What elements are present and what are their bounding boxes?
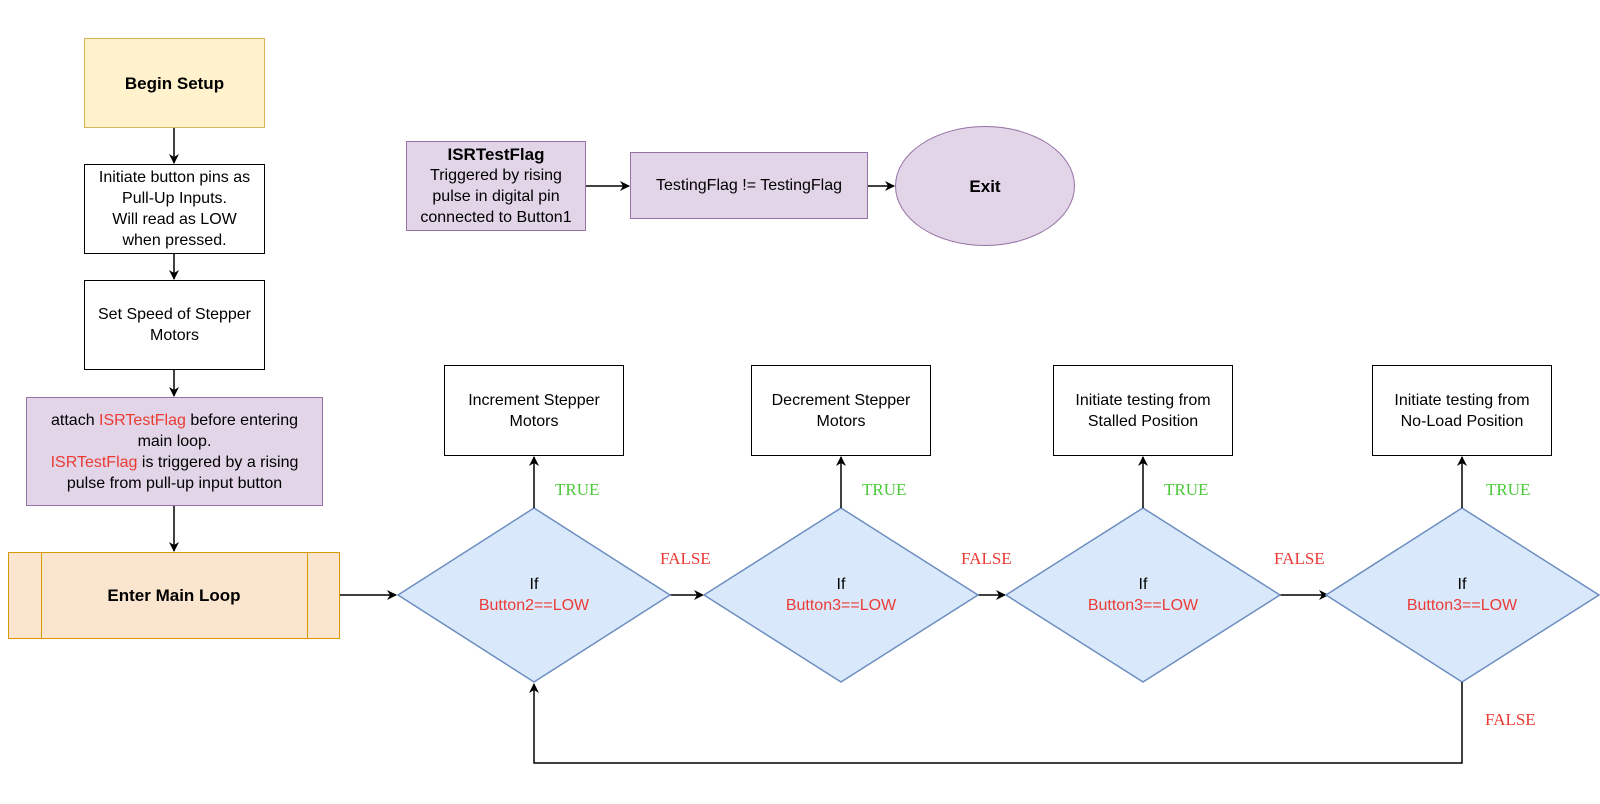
decision-4-if: If xyxy=(1457,576,1467,593)
true-label-1: TRUE xyxy=(555,480,600,499)
decision-3-if: If xyxy=(1138,576,1148,593)
increment-line-1: Increment Stepper xyxy=(468,391,600,409)
isr-desc-line-1: Triggered by rising xyxy=(430,167,562,184)
false-label-4: FALSE xyxy=(1485,710,1536,729)
main-loop-node: Enter Main Loop xyxy=(8,552,340,639)
stalled-line-2: Stalled Position xyxy=(1087,412,1199,430)
decision-1-text: If Button2==LOW xyxy=(454,574,614,616)
decision-diamond-2 xyxy=(702,507,980,683)
isr-desc-line-3: connected to Button1 xyxy=(420,209,572,226)
isr-title: ISRTestFlag xyxy=(447,145,545,164)
increment-stepper-node: Increment Stepper Motors xyxy=(444,365,624,456)
isr-desc-line-2: pulse in digital pin xyxy=(432,188,560,205)
decision-4-condition: Button3==LOW xyxy=(1406,597,1518,614)
decrement-line-1: Decrement Stepper xyxy=(771,391,911,409)
toggle-flag-node: TestingFlag != TestingFlag xyxy=(630,152,868,219)
true-label-4: TRUE xyxy=(1486,480,1531,499)
pin-setup-line-1: Initiate button pins as xyxy=(98,169,251,186)
toggle-flag-label: TestingFlag != TestingFlag xyxy=(655,177,843,194)
attach-isr-node: attach ISRTestFlag before entering main … xyxy=(26,397,323,506)
no-load-test-node: Initiate testing from No-Load Position xyxy=(1372,365,1552,456)
attach-line-4: pulse from pull-up input button xyxy=(66,474,283,492)
attach-flag-name-2: ISRTestFlag xyxy=(50,453,138,471)
stalled-test-node: Initiate testing from Stalled Position xyxy=(1053,365,1233,456)
decision-1-if: If xyxy=(529,576,539,593)
decrement-line-2: Motors xyxy=(816,412,866,430)
true-label-2: TRUE xyxy=(862,480,907,499)
pin-setup-node: Initiate button pins as Pull-Up Inputs. … xyxy=(84,164,265,254)
pin-setup-line-4: when pressed. xyxy=(122,232,227,249)
begin-setup-label: Begin Setup xyxy=(124,73,225,93)
decision-4-text: If Button3==LOW xyxy=(1382,574,1542,616)
set-speed-line-1: Set Speed of Stepper xyxy=(98,306,251,323)
decision-diamond-1 xyxy=(396,507,672,683)
no-load-line-1: Initiate testing from xyxy=(1394,391,1530,409)
false-label-2: FALSE xyxy=(961,549,1012,568)
main-loop-right-bar xyxy=(307,553,308,638)
decision-diamond-3 xyxy=(1004,507,1282,683)
pin-setup-line-2: Pull-Up Inputs. xyxy=(122,190,227,207)
decision-2-if: If xyxy=(836,576,846,593)
decision-2-condition: Button3==LOW xyxy=(785,597,897,614)
attach-line-3: ISRTestFlag is triggered by a rising xyxy=(51,452,299,473)
no-load-line-2: No-Load Position xyxy=(1400,412,1524,430)
set-speed-node: Set Speed of Stepper Motors xyxy=(84,280,265,370)
attach-line-2: main loop. xyxy=(137,432,212,450)
decision-2-text: If Button3==LOW xyxy=(761,574,921,616)
begin-setup-node: Begin Setup xyxy=(84,38,265,128)
attach-flag-name: ISRTestFlag xyxy=(99,411,186,429)
main-loop-label: Enter Main Loop xyxy=(107,586,241,605)
arrow-loop-back xyxy=(529,682,1463,764)
decision-1-condition: Button2==LOW xyxy=(478,597,590,614)
attach-line-1: attach ISRTestFlag before entering xyxy=(51,410,298,431)
stalled-line-1: Initiate testing from xyxy=(1075,391,1211,409)
main-loop-left-bar xyxy=(41,553,42,638)
exit-label: Exit xyxy=(969,176,1001,196)
attach-text: attach xyxy=(51,411,100,429)
attach-text-3: is triggered by a rising xyxy=(137,453,299,471)
increment-line-2: Motors xyxy=(509,412,559,430)
set-speed-line-2: Motors xyxy=(150,327,199,344)
pin-setup-line-3: Will read as LOW xyxy=(112,211,237,228)
exit-node: Exit xyxy=(895,126,1075,246)
isr-node: ISRTestFlag Triggered by rising pulse in… xyxy=(406,141,586,231)
decrement-stepper-node: Decrement Stepper Motors xyxy=(751,365,931,456)
false-label-3: FALSE xyxy=(1274,549,1325,568)
decision-3-text: If Button3==LOW xyxy=(1063,574,1223,616)
attach-text-2: before entering xyxy=(185,411,298,429)
false-label-1: FALSE xyxy=(660,549,711,568)
decision-3-condition: Button3==LOW xyxy=(1087,597,1199,614)
true-label-3: TRUE xyxy=(1164,480,1209,499)
